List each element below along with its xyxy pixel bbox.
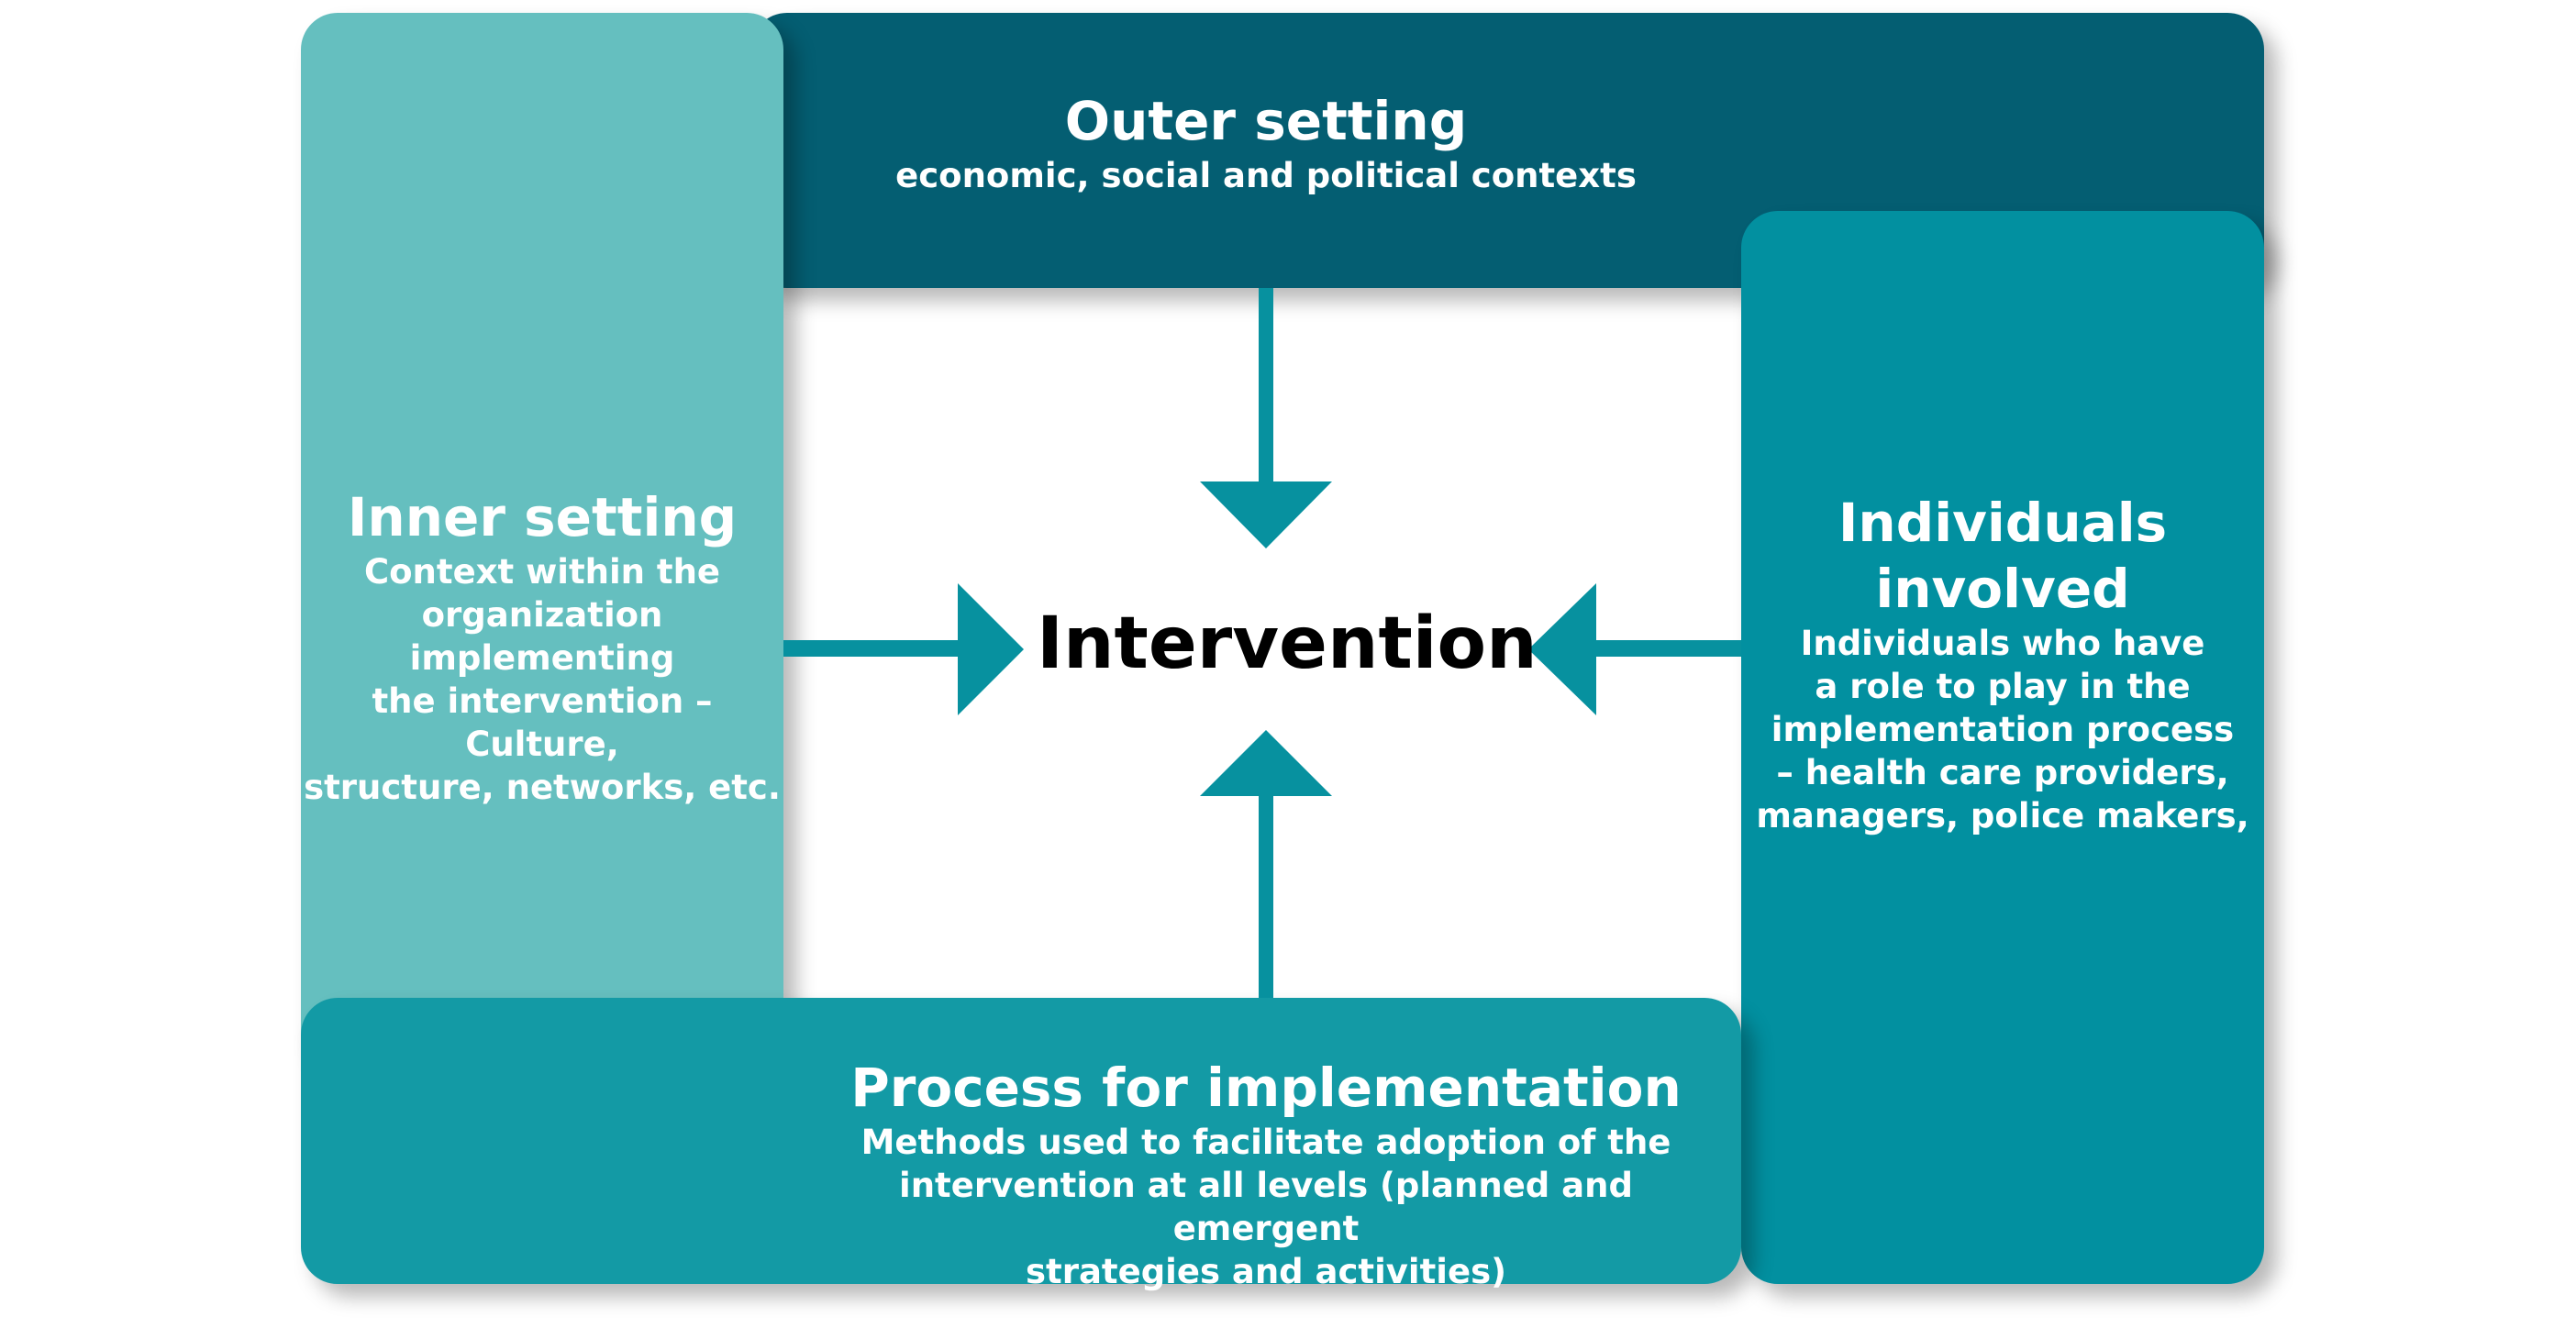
inner-setting-description-line: the intervention – Culture,	[372, 681, 713, 764]
individuals-involved-title-line: involved	[1875, 558, 2130, 620]
individuals-involved-description-line: managers, police makers,	[1756, 796, 2249, 836]
inner-setting-description-line: Context within the	[363, 552, 721, 592]
inner-setting-description-line: organization implementing	[409, 595, 675, 678]
outer-setting-title: Outer setting	[1064, 90, 1468, 152]
outer-setting-text: Outer setting economic, social and polit…	[807, 88, 1725, 197]
arrow-bottom-head	[1200, 730, 1332, 796]
arrow-left-shaft	[783, 640, 967, 657]
arrow-top-head	[1200, 481, 1332, 548]
process-text: Process for implementation Methods used …	[807, 1055, 1725, 1293]
individuals-involved-description-line: a role to play in the	[1815, 667, 2191, 706]
process-panel	[301, 998, 1741, 1284]
intervention-label: Intervention	[1037, 603, 1538, 685]
individuals-involved-description-line: Individuals who have	[1800, 624, 2205, 663]
arrow-top-shaft	[1259, 288, 1273, 485]
individuals-involved-description-line: implementation process	[1771, 710, 2235, 749]
inner-setting-description-line: structure, networks, etc.	[304, 768, 781, 807]
arrow-right-shaft	[1587, 640, 1741, 657]
individuals-involved-text: Individuals involved Individuals who hav…	[1741, 490, 2264, 837]
inner-setting-panel	[301, 13, 783, 1068]
individuals-involved-description-line: – health care providers,	[1776, 753, 2229, 792]
process-description-line: strategies and activities)	[1025, 1252, 1507, 1291]
process-description-line: Methods used to facilitate adoption of t…	[861, 1123, 1671, 1162]
individuals-involved-panel	[1741, 211, 2264, 1284]
process-description-line: intervention at all levels (planned and …	[899, 1166, 1633, 1248]
inner-setting-text: Inner setting Context within the organiz…	[301, 484, 783, 809]
arrow-left-head	[958, 583, 1024, 715]
arrow-right-head	[1528, 583, 1596, 715]
inner-setting-title: Inner setting	[347, 486, 738, 548]
outer-setting-description: economic, social and political contexts	[895, 156, 1637, 195]
individuals-involved-title-line: Individuals	[1838, 492, 2168, 554]
arrow-bottom-shaft	[1259, 789, 1273, 998]
process-title: Process for implementation	[850, 1057, 1682, 1119]
